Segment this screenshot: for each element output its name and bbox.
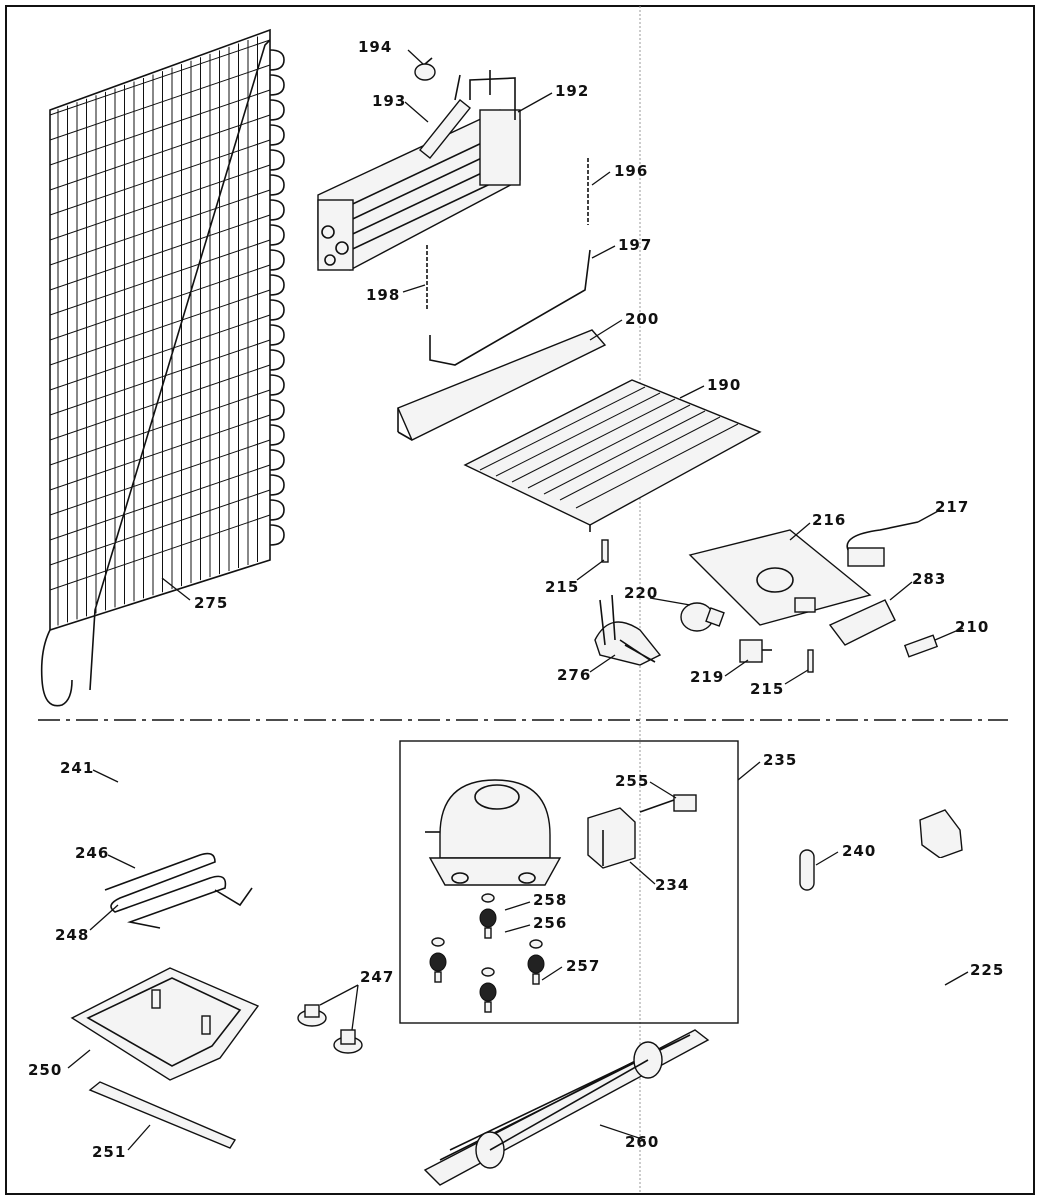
part-trough-200: [397, 329, 607, 441]
label-192: 192: [555, 82, 589, 100]
label-219: 219: [690, 668, 724, 686]
part-overload-255: [639, 794, 697, 813]
label-246: 246: [75, 844, 109, 862]
part-heater-coil-246: [104, 852, 253, 929]
part-pin-215-top: [601, 539, 609, 563]
part-condenser-275: [40, 28, 285, 707]
part-grommet-194: [414, 57, 436, 81]
part-heater-197: [429, 249, 591, 366]
label-276: 276: [557, 666, 591, 684]
label-194: 194: [358, 38, 392, 56]
part-light-housing-216: [688, 529, 872, 626]
label-250: 250: [28, 1061, 62, 1079]
label-190: 190: [707, 376, 741, 394]
part-labels: 194 193 192 196 197 198 200 190 216 217 …: [28, 38, 1004, 1161]
part-socket-219: [739, 639, 772, 663]
label-251: 251: [92, 1143, 126, 1161]
label-215-bottom: 215: [750, 680, 784, 698]
part-knob-210: [903, 634, 939, 658]
part-cover-190: [463, 379, 762, 532]
label-193: 193: [372, 92, 406, 110]
part-grommets-256-257-258: [429, 893, 545, 1013]
part-tube-241: [115, 754, 199, 828]
label-256: 256: [533, 914, 567, 932]
part-relay-234: [587, 807, 636, 869]
label-258: 258: [533, 891, 567, 909]
label-196: 196: [614, 162, 648, 180]
part-drier-240: [799, 849, 815, 891]
label-200: 200: [625, 310, 659, 328]
part-bracket-283: [828, 599, 896, 646]
label-217: 217: [935, 498, 969, 516]
label-247: 247: [360, 968, 394, 986]
part-evaporator-192: [317, 70, 521, 271]
part-power-cord-225: [919, 809, 963, 1150]
label-275: 275: [194, 594, 228, 612]
label-283: 283: [912, 570, 946, 588]
diagram-border: [5, 5, 1035, 1195]
part-bulb-220: [680, 602, 725, 632]
label-260: 260: [625, 1133, 659, 1151]
label-225: 225: [970, 961, 1004, 979]
label-210: 210: [955, 618, 989, 636]
label-257: 257: [566, 957, 600, 975]
label-248: 248: [55, 926, 89, 944]
label-198: 198: [366, 286, 400, 304]
part-compressor: [425, 779, 562, 886]
part-pin-215-bottom: [807, 649, 814, 673]
compressor-kit-box-235: [399, 740, 739, 1024]
part-feet-247: [297, 1004, 363, 1054]
label-216: 216: [812, 511, 846, 529]
label-240: 240: [842, 842, 876, 860]
label-235: 235: [763, 751, 797, 769]
leader-lines: [67, 49, 969, 1151]
part-drier-193: [419, 74, 471, 159]
label-220: 220: [624, 584, 658, 602]
part-bracket-251: [88, 1081, 237, 1149]
part-harness-276: [594, 594, 662, 666]
part-drain-pan-250: [70, 967, 260, 1081]
part-switch-217: [846, 521, 919, 567]
label-241: 241: [60, 759, 94, 777]
part-base-260: [423, 1029, 710, 1186]
label-255: 255: [615, 772, 649, 790]
label-197: 197: [618, 236, 652, 254]
label-215-top: 215: [545, 578, 579, 596]
label-234: 234: [655, 876, 689, 894]
